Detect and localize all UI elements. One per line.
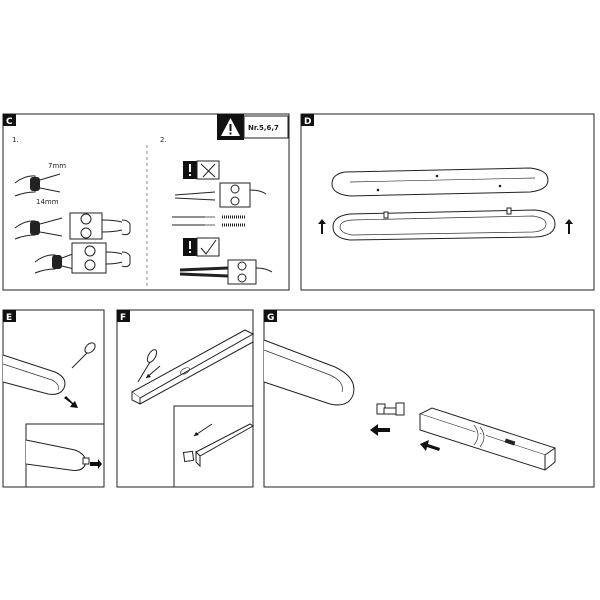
panel-f-label: F [120, 313, 126, 323]
profile-rail-drawing [418, 407, 557, 471]
cross-icon [200, 163, 216, 178]
panel-e-label: E [6, 313, 12, 323]
panel-c-label: C [6, 117, 13, 127]
warning-reference: Nr.5,6,7 [248, 124, 279, 132]
luminaire-diffuser-drawing [332, 207, 556, 241]
arrow-left-icon [370, 424, 390, 436]
arrow-icon [90, 459, 102, 469]
wrong-connection-drawing [174, 160, 267, 208]
panel-c: C Nr.5,6,7 1. 2. 7mm 14mm [2, 113, 290, 291]
cable-strip-drawing [14, 173, 131, 274]
panel-f: F [116, 309, 255, 488]
step-1-label: 1. [12, 136, 19, 144]
panel-g: G [263, 309, 595, 488]
arrow-left-icon [420, 440, 440, 451]
stripped-wires-drawing [172, 215, 245, 227]
panel-label-box [3, 114, 16, 126]
total-length-label: 14mm [36, 198, 59, 206]
check-icon [200, 239, 217, 255]
step-2-label: 2. [160, 136, 167, 144]
correct-connection-drawing [179, 237, 273, 285]
connector-drawing [376, 402, 405, 416]
luminaire-base-drawing [331, 167, 549, 197]
panel-g-label: G [267, 313, 274, 323]
arrow-up-icon [318, 219, 326, 234]
panel-d-label: D [304, 117, 311, 127]
arrow-icon [64, 396, 78, 408]
panel-d: D [300, 113, 595, 291]
panel-e: E [2, 309, 105, 488]
arrow-up-icon [565, 219, 573, 234]
strip-length-label: 7mm [48, 162, 66, 170]
